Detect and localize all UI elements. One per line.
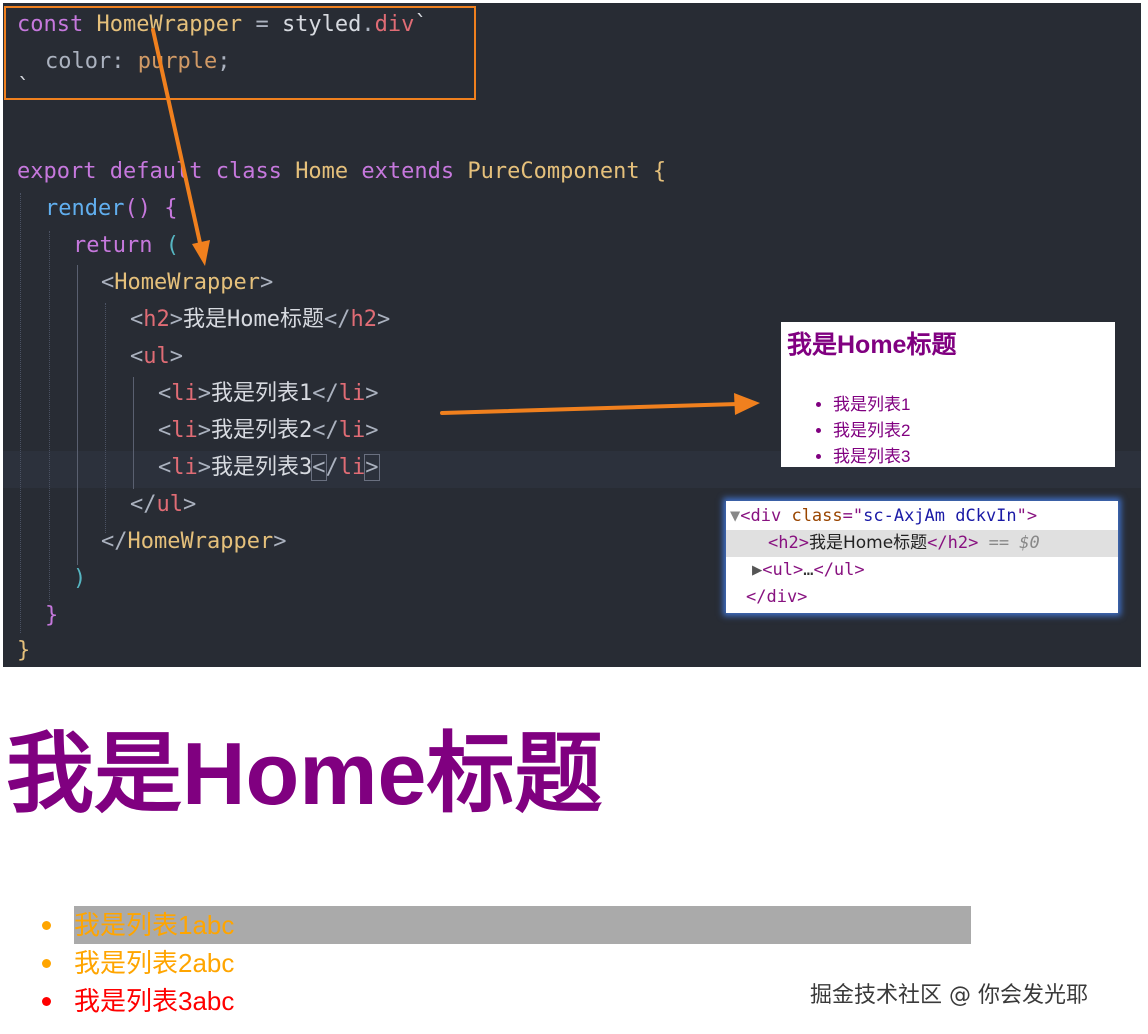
rendered-list-item: 我是列表1abc bbox=[0, 906, 971, 944]
indent-guide bbox=[49, 231, 50, 601]
indent-guide-active bbox=[133, 377, 134, 489]
code-line-9: <h2>我是Home标题</h2> bbox=[130, 307, 391, 332]
preview-list-item: 我是列表3 bbox=[833, 444, 1109, 470]
code-line-12: <li>我是列表2</li> bbox=[158, 418, 379, 443]
bracket-match-close: > bbox=[364, 454, 380, 481]
code-line-5: export default class Home extends PureCo… bbox=[17, 159, 667, 184]
code-line-3: ` bbox=[17, 75, 31, 100]
dom-node-div[interactable]: ▼<div class="sc-AxjAm dCkvIn"> bbox=[730, 506, 1038, 526]
code-line-13: <li>我是列表3</li> bbox=[158, 454, 380, 481]
code-line-17: } bbox=[45, 603, 59, 628]
rendered-list: 我是列表1abc 我是列表2abc 我是列表3abc bbox=[0, 906, 971, 1020]
selection-highlight bbox=[74, 906, 971, 944]
indent-guide-active bbox=[77, 265, 78, 565]
dom-node-div-close[interactable]: </div> bbox=[746, 587, 808, 607]
code-line-6: render() { bbox=[45, 196, 178, 221]
code-line-7: return ( bbox=[73, 233, 179, 258]
code-line-8: <HomeWrapper> bbox=[101, 270, 274, 295]
watermark: 掘金技术社区 @ 你会发光耶 bbox=[810, 983, 1088, 1008]
rendered-page-title: 我是Home标题 bbox=[6, 724, 603, 823]
code-line-15: </HomeWrapper> bbox=[101, 529, 287, 554]
code-line-14: </ul> bbox=[130, 492, 197, 517]
rendered-list-item: 我是列表2abc bbox=[0, 944, 234, 982]
dom-node-h2-selected[interactable]: <h2>我是Home标题</h2> == $0 bbox=[726, 530, 1118, 557]
expand-triangle-icon[interactable]: ▶ bbox=[752, 560, 763, 580]
preview-title: 我是Home标题 bbox=[787, 331, 957, 359]
code-line-11: <li>我是列表1</li> bbox=[158, 381, 379, 406]
bullet-dot bbox=[42, 921, 51, 930]
styled-component-highlight-box bbox=[4, 6, 476, 100]
collapse-triangle-icon[interactable]: ▼ bbox=[730, 506, 741, 526]
rendered-preview-popup: 我是Home标题 我是列表1 我是列表2 我是列表3 bbox=[781, 322, 1115, 467]
bullet-dot bbox=[42, 959, 51, 968]
code-line-10: <ul> bbox=[130, 344, 183, 369]
bullet-dot bbox=[42, 997, 51, 1006]
code-line-16: ) bbox=[73, 566, 87, 591]
code-line-18: } bbox=[17, 638, 31, 663]
code-editor[interactable]: const HomeWrapper = styled.div` color: p… bbox=[3, 3, 1141, 667]
dom-node-ul[interactable]: ▶<ul>…</ul> bbox=[752, 560, 865, 580]
indent-guide bbox=[20, 193, 21, 633]
devtools-elements-panel[interactable]: ▼<div class="sc-AxjAm dCkvIn"> <h2>我是Hom… bbox=[726, 501, 1118, 613]
rendered-list-item: 我是列表3abc bbox=[0, 982, 234, 1020]
bracket-match-open: < bbox=[311, 454, 327, 481]
preview-list-item: 我是列表1 bbox=[833, 392, 1109, 418]
preview-list-item: 我是列表2 bbox=[833, 418, 1109, 444]
preview-list: 我是列表1 我是列表2 我是列表3 bbox=[787, 392, 1109, 470]
indent-guide bbox=[105, 303, 106, 533]
